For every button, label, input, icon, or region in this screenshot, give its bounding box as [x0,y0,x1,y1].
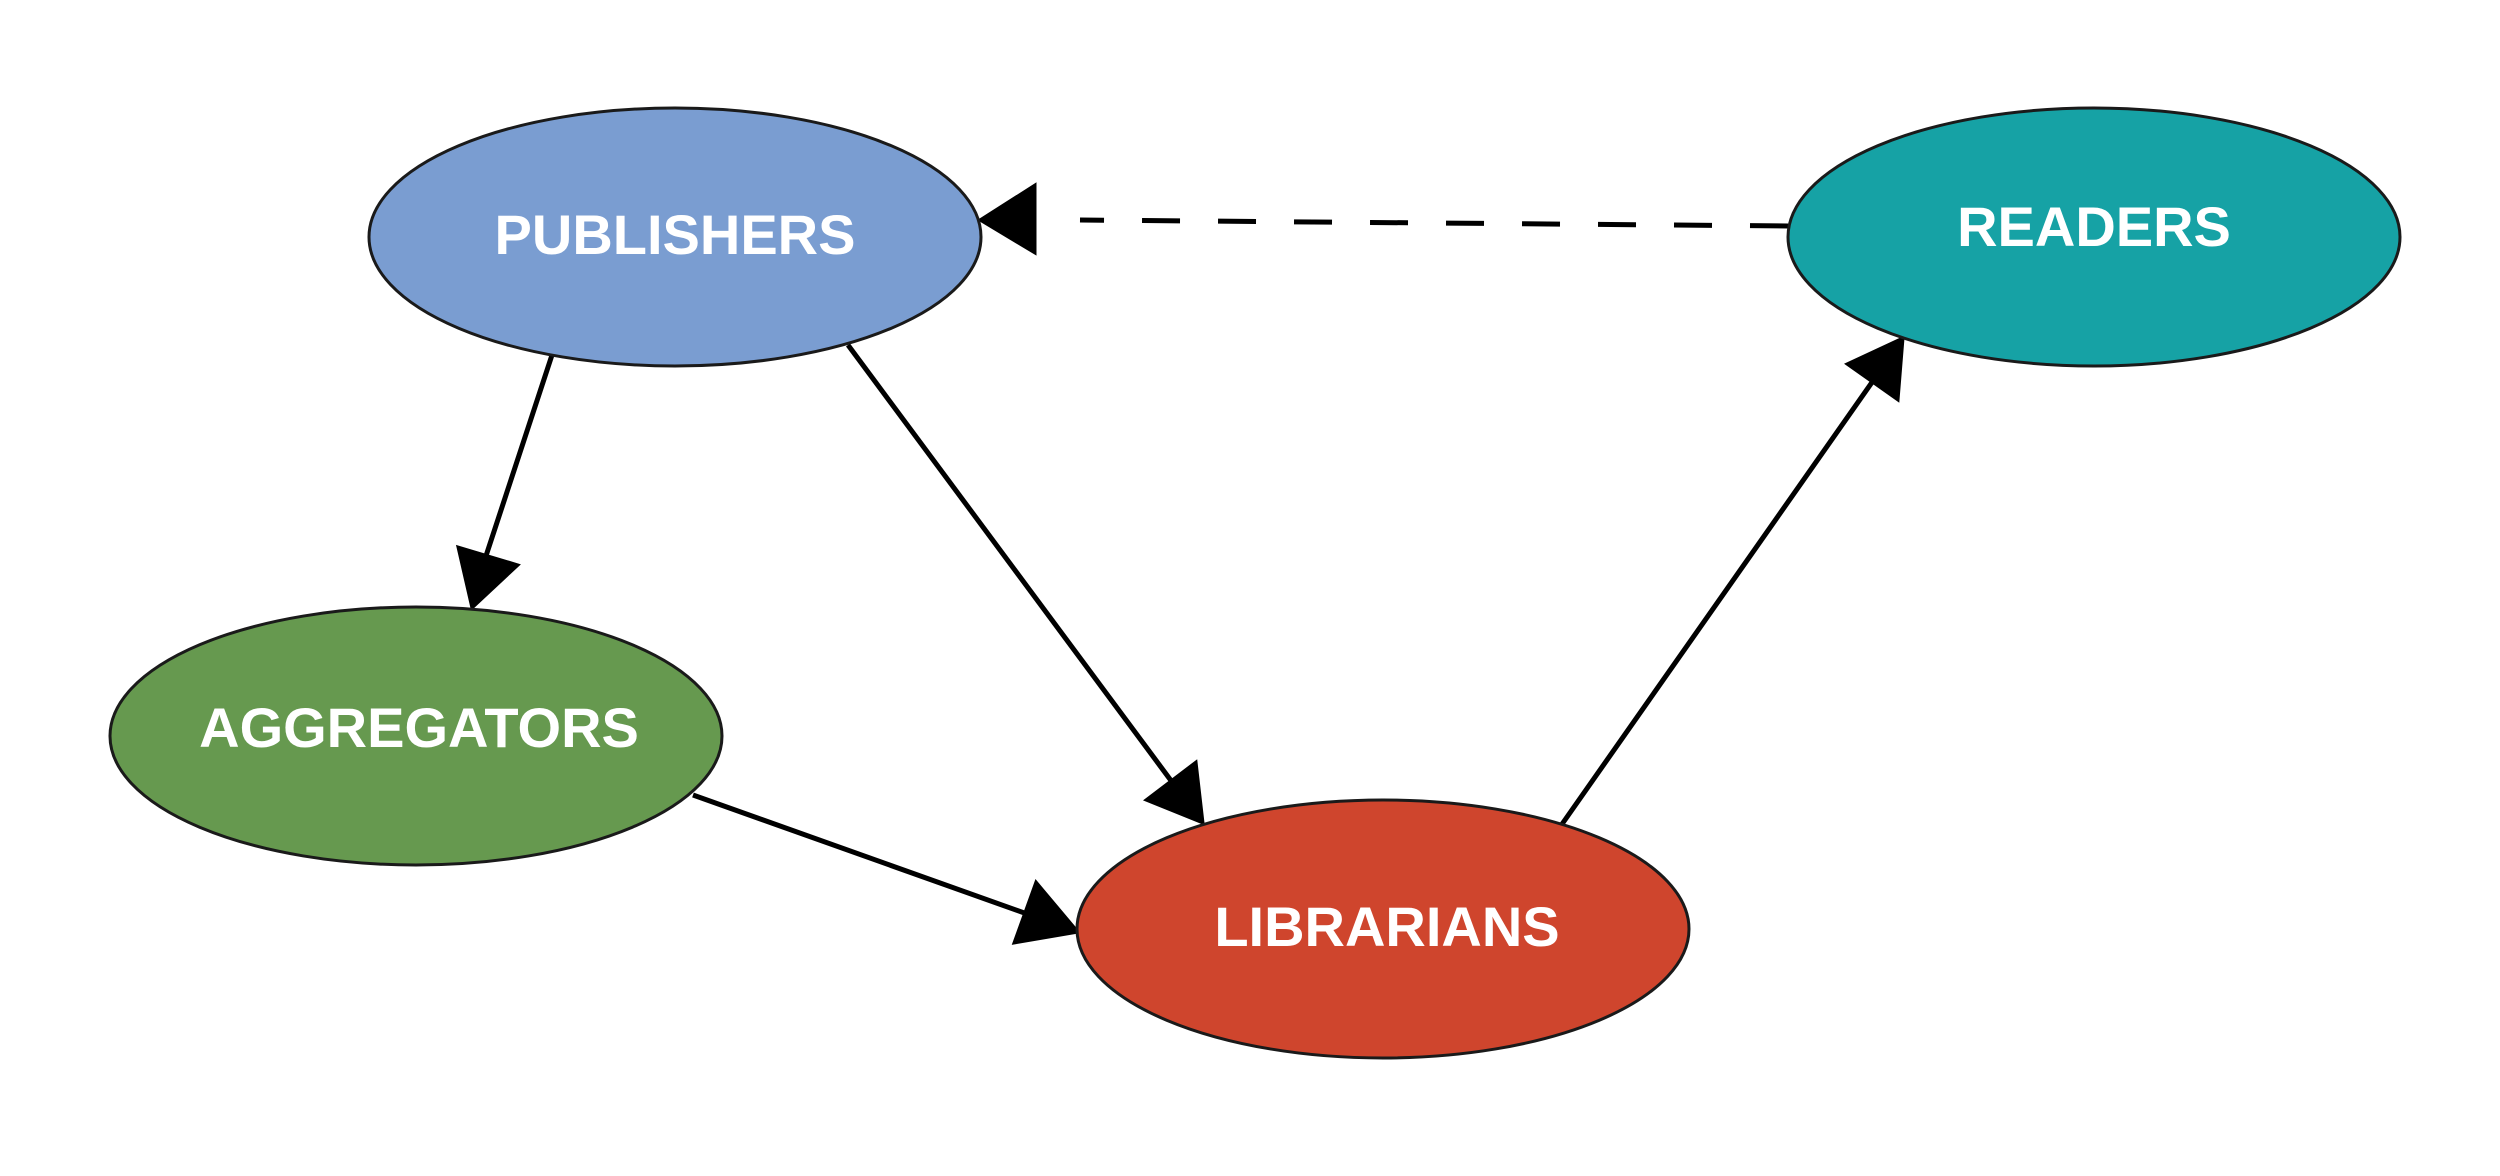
node-readers: READERS [1786,106,2402,368]
arrowhead-icon [1011,879,1081,945]
node-librarians: LIBRARIANS [1075,798,1691,1060]
publishers-ellipse [367,106,983,368]
publishers-label: PUBLISHERS [495,203,856,266]
arrowhead-icon [1142,759,1205,826]
readers-label: READERS [1957,195,2231,258]
nodes: PUBLISHERS READERS AGGREGATORS LIBRARIAN… [108,106,2402,1060]
node-aggregators: AGGREGATORS [108,605,724,867]
edge-librarians-to-readers [1557,335,1905,829]
arrowhead-icon [455,544,521,611]
arrowhead-icon [1844,335,1905,403]
aggregators-ellipse [108,605,724,867]
edge-publishers-to-aggregators [455,354,555,611]
librarians-label: LIBRARIANS [1214,895,1559,958]
edge-aggregators-to-librarians [692,792,1081,945]
edge-readers-to-publishers [977,182,1789,256]
node-publishers: PUBLISHERS [367,106,983,368]
edge-publishers-to-librarians [845,343,1205,826]
librarians-ellipse [1075,798,1691,1060]
arrowhead-icon [977,182,1037,256]
edges [455,182,1905,945]
aggregators-label: AGGREGATORS [199,696,639,759]
readers-ellipse [1786,106,2402,368]
